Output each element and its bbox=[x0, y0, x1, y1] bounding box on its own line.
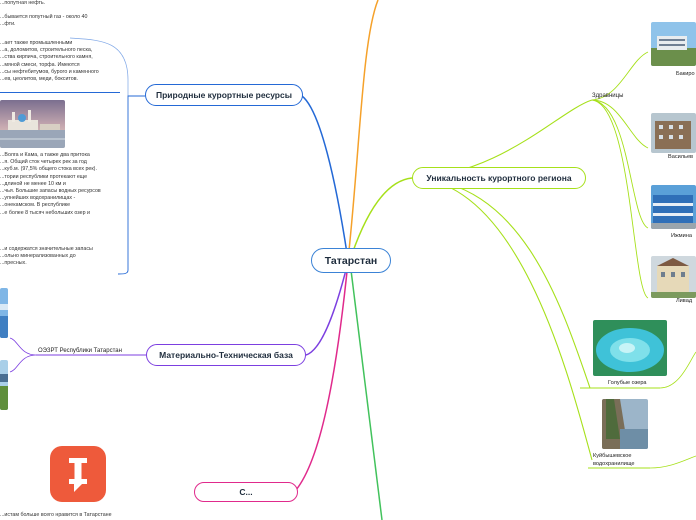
branch-natural-resources-label: Природные курортные ресурсы bbox=[156, 90, 292, 100]
kuibyshev-photo-image bbox=[602, 399, 648, 449]
text-line: ...Волга и Кама, а также два притока bbox=[0, 152, 90, 158]
livadia-caption: Ливад bbox=[676, 298, 692, 304]
kuibyshev-caption-line-2: водохранилище bbox=[593, 461, 635, 467]
edge-natural-to-panel bbox=[117, 95, 145, 275]
edge-unique-to-lakes bbox=[411, 177, 591, 389]
text-bottom-fragment: ...истам больше всего нравится в Татарст… bbox=[0, 512, 112, 519]
text-line: ...куб.м. (97,5% общего стока всех рек). bbox=[0, 166, 97, 173]
sez-photo-2[interactable] bbox=[0, 360, 8, 410]
central-node-label: Татарстан bbox=[324, 254, 378, 267]
bakirovo-caption: Бакиро bbox=[676, 71, 695, 77]
text-line: ...сы нефтебитумов, бурого и каменного bbox=[0, 68, 99, 75]
sanatoria-label[interactable]: Здравницы bbox=[592, 93, 623, 99]
izhminvody-photo[interactable] bbox=[651, 185, 696, 229]
text-line: ...ает также промышленными bbox=[0, 40, 73, 46]
text-line: ...я. Общий сток четырех рек за год bbox=[0, 159, 87, 166]
livadia-photo[interactable] bbox=[651, 256, 696, 298]
edge-natural-to-top bbox=[69, 37, 129, 96]
text-line: ...истам больше всего нравится в Татарст… bbox=[0, 512, 112, 518]
edge-kuibyshev-tail bbox=[649, 455, 696, 469]
text-line: ...бывается попутный газ - около 40 bbox=[0, 14, 88, 21]
izhminvody-caption-text: Ижмина bbox=[671, 233, 692, 239]
sez-photo-2-image bbox=[0, 360, 8, 410]
kuibyshev-caption: Куйбышевское водохранилище bbox=[593, 452, 634, 468]
branch-partial-label: С... bbox=[239, 487, 253, 497]
branch-unique-region-label: Уникальность курортного региона bbox=[426, 173, 572, 183]
livadia-photo-image bbox=[651, 256, 696, 298]
bakirovo-caption-text: Бакиро bbox=[676, 71, 695, 77]
edge-sanatoria-to-photos bbox=[591, 51, 649, 299]
blue-lakes-caption: Голубые озера bbox=[608, 380, 647, 386]
edge-top-orange bbox=[347, 0, 379, 261]
text-line: ...длиной не менее 10 км и bbox=[0, 180, 66, 187]
text-minerals: ...ает также промышленными ...а, доломит… bbox=[0, 40, 99, 83]
vasilyevo-caption: Васильев bbox=[668, 154, 693, 160]
izhminvody-photo-image bbox=[651, 185, 696, 229]
text-line: ...а, доломитов, строительного песка, bbox=[0, 47, 93, 54]
text-line: ...е более 8 тысяч небольших озер и bbox=[0, 209, 90, 216]
text-underground-waters: ...и содержатся значительные запасы ...о… bbox=[0, 246, 93, 268]
brand-i-logo-icon bbox=[69, 458, 87, 492]
sez-label-text: ОЭЗРТ Республики Татарстан bbox=[38, 348, 122, 354]
text-line: ...упнейших водохранилищах - bbox=[0, 195, 76, 202]
kazan-photo-image bbox=[0, 100, 65, 148]
text-line: ...попутная нефть. bbox=[0, 0, 46, 6]
vasilyevo-photo[interactable] bbox=[651, 113, 696, 153]
text-line: ...фти. bbox=[0, 21, 16, 28]
text-top-fragment: ...попутная нефть. ...бывается попутный … bbox=[0, 0, 87, 29]
text-line: ...пресных. bbox=[0, 260, 27, 267]
bakirovo-photo-image bbox=[651, 22, 696, 66]
edge-material bbox=[305, 261, 349, 356]
branch-material-base-label: Материально-Техническая база bbox=[159, 350, 293, 360]
text-line: ...мяной смеси, торфа. Имеются bbox=[0, 61, 80, 68]
izhminvody-caption: Ижмина bbox=[671, 233, 692, 239]
edge-unique bbox=[349, 177, 413, 261]
text-line: ...чья. Большие запасы водных ресурсов bbox=[0, 188, 101, 195]
branch-unique-region[interactable]: Уникальность курортного региона bbox=[412, 167, 586, 189]
sez-photo-1[interactable] bbox=[0, 288, 8, 338]
divider-minerals bbox=[0, 92, 120, 93]
kazan-photo[interactable] bbox=[0, 100, 65, 148]
branch-partial[interactable]: С... bbox=[194, 482, 298, 502]
text-line: ...и содержатся значительные запасы bbox=[0, 246, 93, 252]
sanatoria-label-text: Здравницы bbox=[592, 93, 624, 99]
text-line: ...онекамском. В республике bbox=[0, 202, 71, 209]
brand-logo bbox=[50, 446, 106, 502]
edge-green bbox=[349, 261, 383, 520]
branch-natural-resources[interactable]: Природные курортные ресурсы bbox=[145, 84, 303, 106]
text-water-resources: ...Волга и Кама, а также два притока ...… bbox=[0, 152, 101, 217]
sez-photo-1-image bbox=[0, 288, 8, 338]
text-line: ...ев, цеолитов, меди, бокситов. bbox=[0, 76, 79, 83]
edge-partial bbox=[295, 261, 349, 491]
edge-natural bbox=[301, 95, 349, 261]
kuibyshev-caption-line-1: Куйбышевское bbox=[593, 453, 632, 459]
livadia-caption-text: Ливад bbox=[676, 298, 693, 304]
text-line: ...ства кирпича, строительного камня, bbox=[0, 54, 93, 61]
blue-lakes-caption-text: Голубые озера bbox=[608, 380, 647, 386]
blue-lakes-photo-image bbox=[593, 320, 667, 376]
central-node[interactable]: Татарстан bbox=[311, 248, 391, 273]
bakirovo-photo[interactable] bbox=[651, 22, 696, 66]
vasilyevo-caption-text: Васильев bbox=[668, 154, 694, 160]
kuibyshev-photo[interactable] bbox=[602, 399, 648, 449]
sez-label[interactable]: ОЭЗРТ Республики Татарстан bbox=[38, 348, 122, 354]
vasilyevo-photo-image bbox=[651, 113, 696, 153]
edge-lakes-tail bbox=[659, 351, 696, 389]
text-line: ...тории республики протекают еще bbox=[0, 173, 88, 180]
blue-lakes-photo[interactable] bbox=[593, 320, 667, 376]
edge-sez-to-photos bbox=[9, 337, 37, 373]
branch-material-base[interactable]: Материально-Техническая база bbox=[146, 344, 306, 366]
text-line: ...ольно минерализованных до bbox=[0, 253, 76, 260]
